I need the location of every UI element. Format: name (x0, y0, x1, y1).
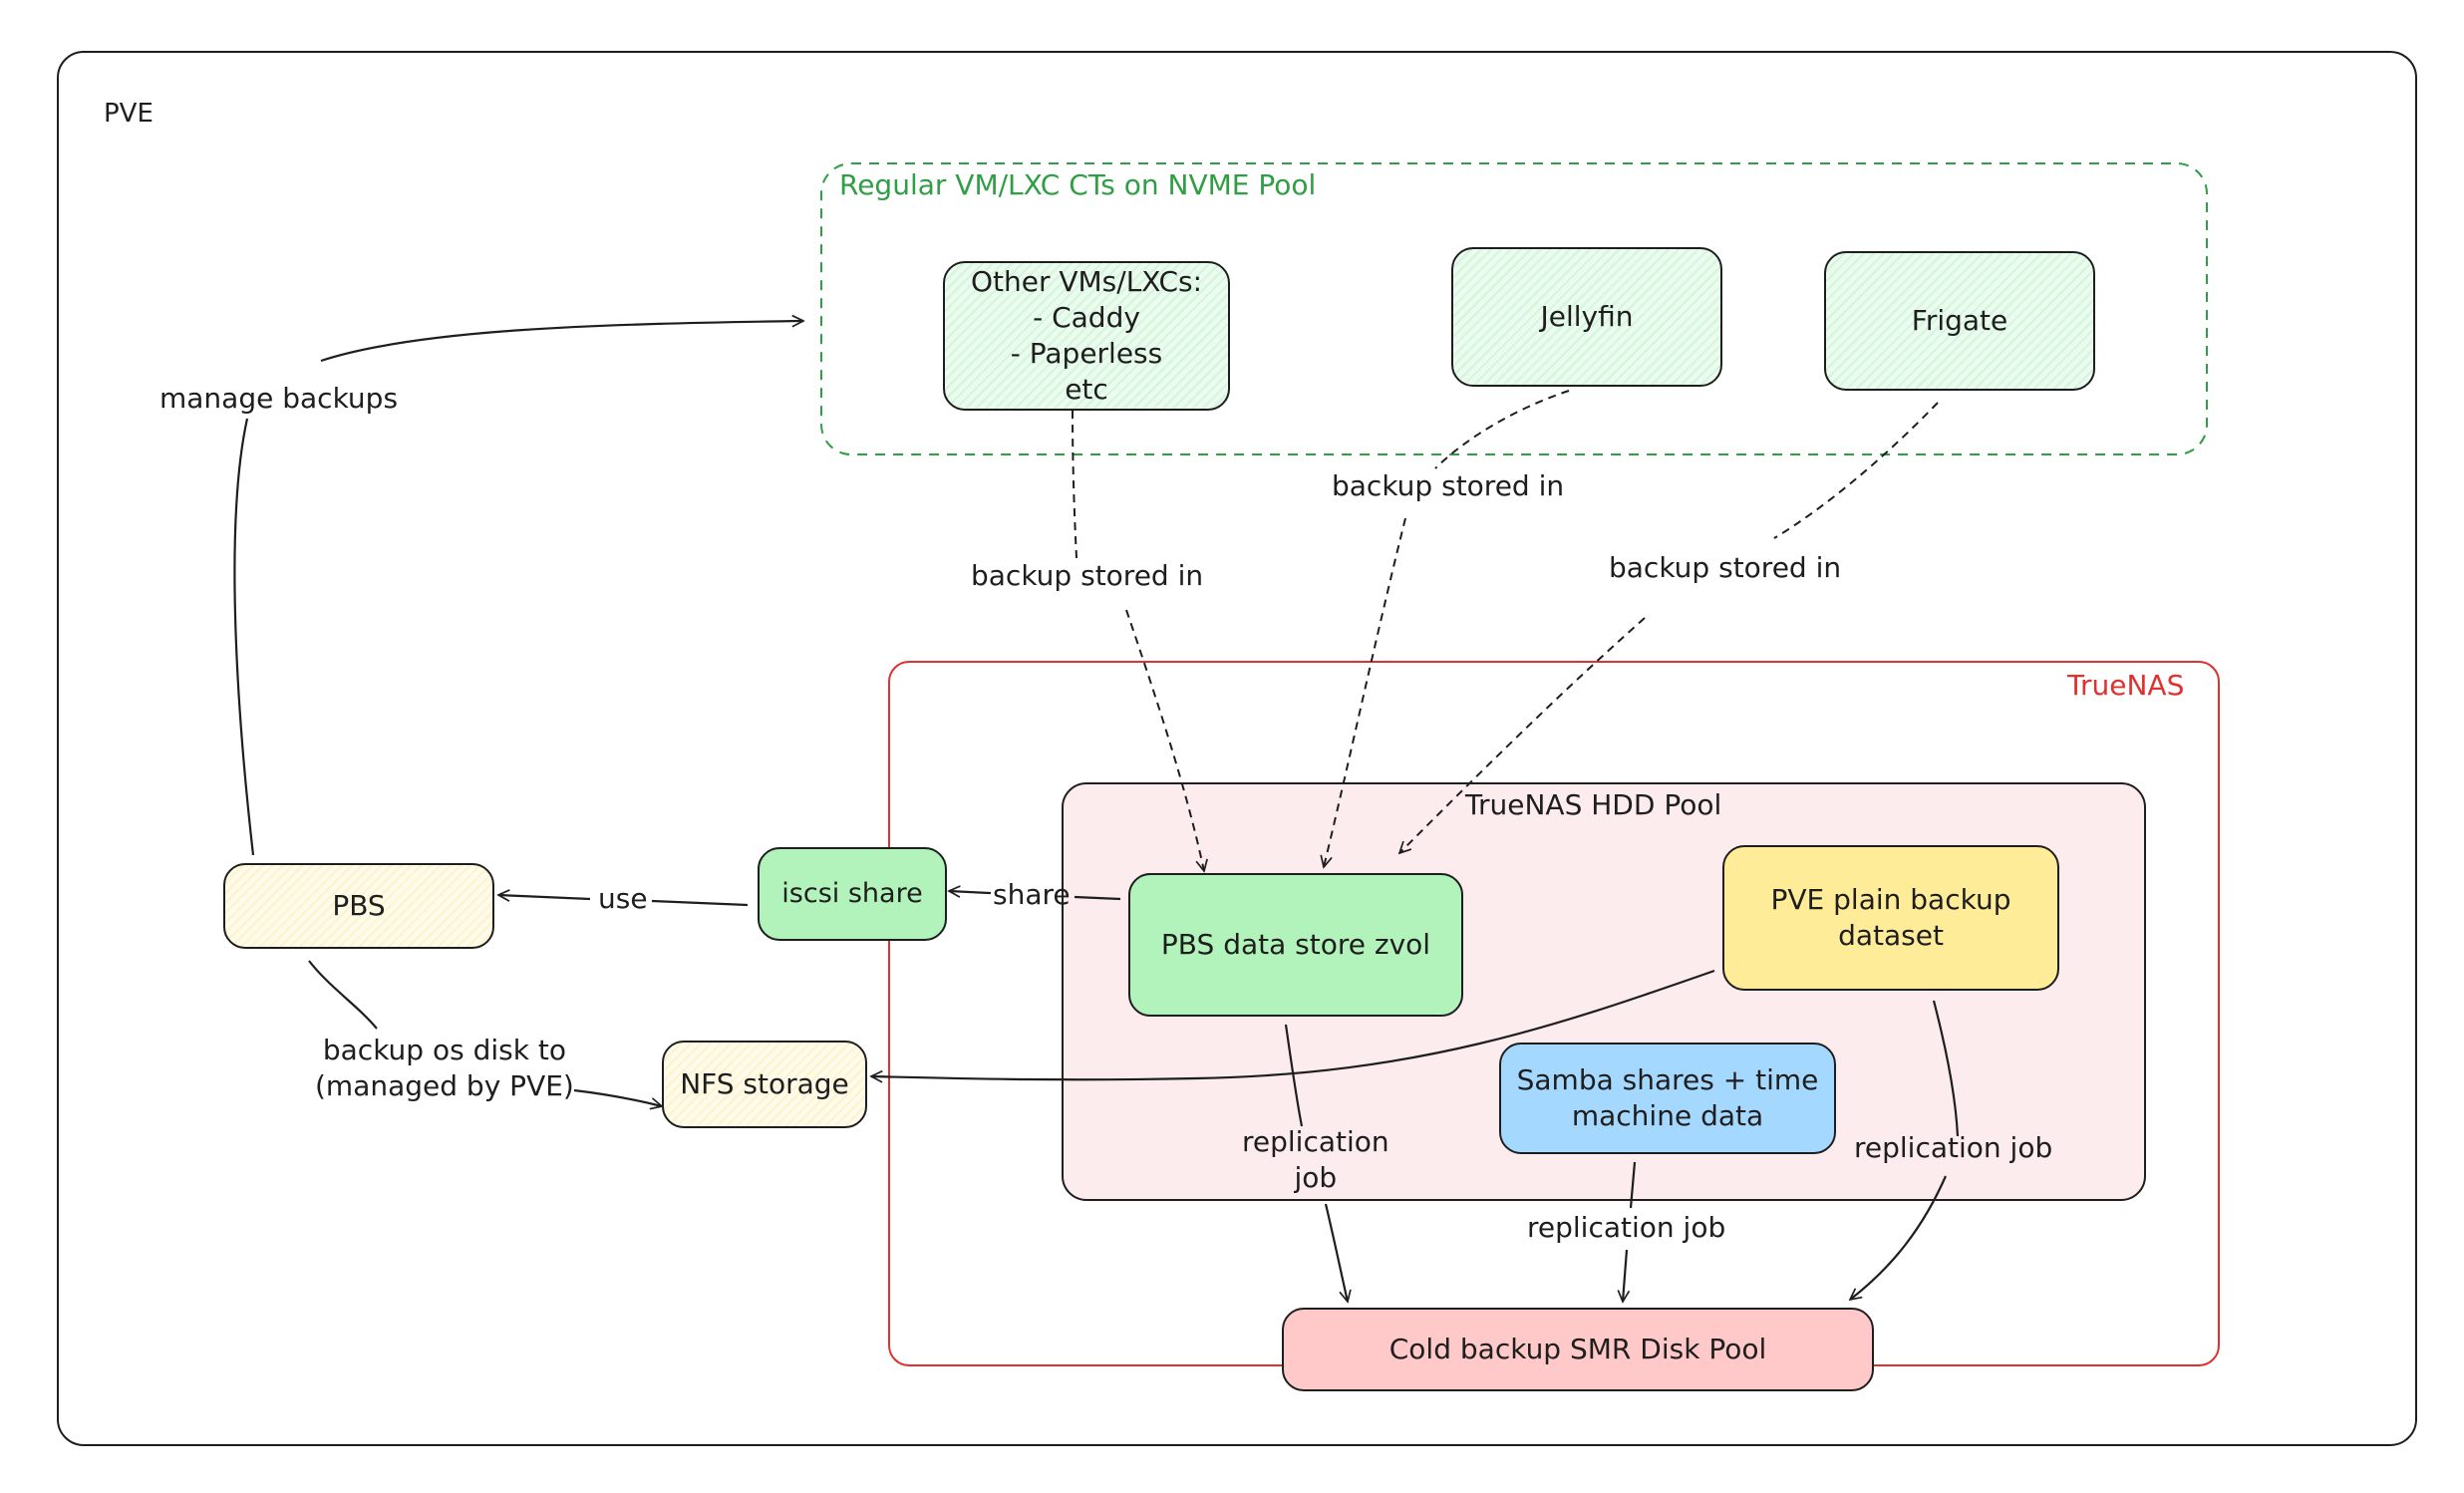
iscsi-share-label: iscsi share (781, 878, 923, 909)
edge-backup-os (308, 960, 662, 1106)
edge-share (949, 891, 1121, 899)
vm-group-label: Regular VM/LXC CTs on NVME Pool (839, 168, 1317, 201)
edge-use (498, 895, 749, 905)
pve-frame (57, 51, 2417, 1446)
edge-replication-zvol (1284, 1024, 1348, 1302)
edge-label-replication-dataset: replication job (1854, 1131, 2053, 1164)
pbs-label: PBS (332, 889, 386, 922)
iscsi-share-node[interactable]: iscsi share (758, 847, 947, 941)
pbs-node[interactable]: PBS (223, 863, 494, 949)
other-vms-label: Other VMs/LXCs: - Caddy - Paperless etc (970, 265, 1203, 406)
pve-dataset-node[interactable]: PVE plain backup dataset (1722, 845, 2059, 991)
truenas-label: TrueNAS (2067, 669, 2185, 702)
pbs-zvol-label: PBS data store zvol (1160, 928, 1431, 961)
pve-dataset-label: PVE plain backup dataset (1770, 883, 2011, 952)
edge-label-manage-backups: manage backups (159, 382, 399, 415)
hdd-pool-label: TrueNAS HDD Pool (1465, 788, 1722, 821)
edge-dataset-nfs (871, 969, 1715, 1079)
nfs-storage-label: NFS storage (680, 1067, 849, 1100)
other-vms-node[interactable]: Other VMs/LXCs: - Caddy - Paperless etc (943, 261, 1230, 411)
edge-label-jellyfin-backup: backup stored in (1332, 469, 1565, 502)
edge-label-frigate-backup: backup stored in (1609, 551, 1842, 584)
jellyfin-node[interactable]: Jellyfin (1451, 247, 1722, 387)
jellyfin-label: Jellyfin (1540, 300, 1634, 333)
pbs-zvol-node[interactable]: PBS data store zvol (1128, 873, 1463, 1017)
edge-label-replication-samba: replication job (1527, 1211, 1726, 1244)
edge-manage-backups (233, 321, 803, 856)
edge-label-other-backup: backup stored in (971, 559, 1204, 592)
pve-label: PVE (104, 99, 154, 129)
samba-node[interactable]: Samba shares + time machine data (1499, 1043, 1836, 1154)
edge-label-replication-zvol: replication job (1242, 1125, 1389, 1194)
edge-label-share: share (993, 878, 1071, 911)
edge-frigate-backup (1399, 402, 1939, 853)
cold-pool-label: Cold backup SMR Disk Pool (1388, 1333, 1767, 1365)
edge-other-vms-backup (1072, 410, 1204, 871)
edge-label-backup-os: backup os disk to (managed by PVE) (315, 1034, 574, 1102)
frigate-label: Frigate (1911, 304, 2008, 337)
edge-jellyfin-backup (1324, 390, 1570, 867)
frigate-node[interactable]: Frigate (1824, 251, 2095, 391)
cold-pool-node[interactable]: Cold backup SMR Disk Pool (1282, 1308, 1874, 1391)
edge-label-use: use (598, 882, 648, 915)
nfs-storage-node[interactable]: NFS storage (662, 1041, 867, 1128)
edge-replication-dataset (1850, 1000, 1960, 1300)
edge-replication-samba (1623, 1161, 1635, 1302)
samba-label: Samba shares + time machine data (1516, 1063, 1819, 1132)
